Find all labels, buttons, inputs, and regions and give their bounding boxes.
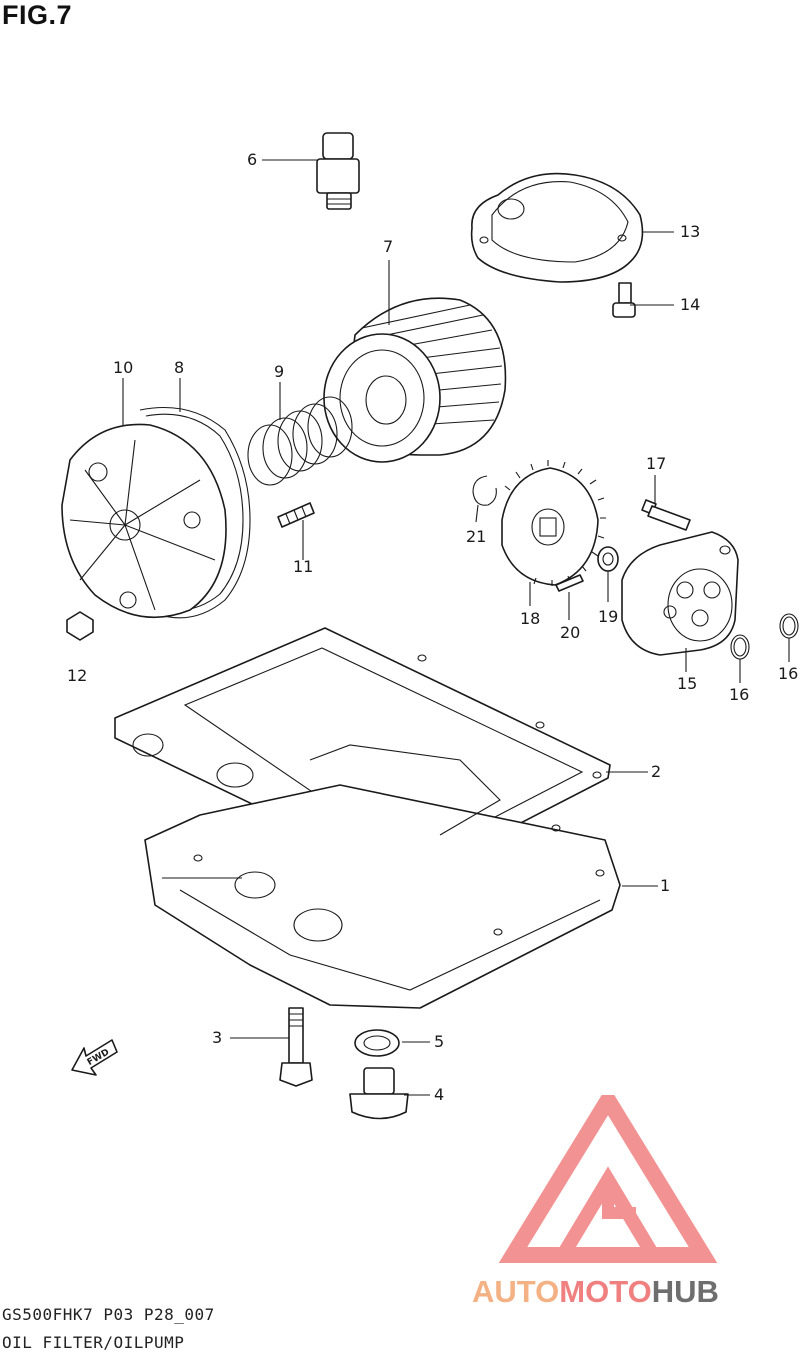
part-21-circlip-drawing bbox=[472, 475, 497, 506]
watermark-word-moto: MOTO bbox=[559, 1274, 651, 1309]
part-18-gear-drawing bbox=[501, 460, 606, 586]
callout-8: 8 bbox=[174, 358, 184, 377]
leader-lines bbox=[122, 159, 790, 1096]
callout-12: 12 bbox=[67, 666, 87, 685]
part-8-gasket-drawing bbox=[139, 407, 251, 619]
callout-13: 13 bbox=[680, 222, 700, 241]
part-13-cap-drawing bbox=[470, 172, 644, 283]
part-17-bolt-drawing bbox=[641, 499, 691, 531]
part-1-oil-pan-drawing bbox=[144, 744, 621, 1009]
callout-20: 20 bbox=[560, 623, 580, 642]
watermark-wordmark: AUTOMOTOHUB bbox=[472, 1274, 719, 1309]
part-11-screw-drawing bbox=[277, 502, 315, 528]
callout-2: 2 bbox=[651, 762, 661, 781]
callout-4: 4 bbox=[434, 1085, 444, 1104]
section-name-caption: OIL FILTER/OILPUMP bbox=[2, 1333, 185, 1352]
callout-18: 18 bbox=[520, 609, 540, 628]
part-3-bolt-drawing bbox=[279, 1007, 313, 1087]
part-20-pin-drawing bbox=[555, 574, 584, 592]
part-16-o-ring-drawing bbox=[730, 613, 799, 660]
watermark-logo-icon bbox=[498, 1095, 718, 1263]
callout-15: 15 bbox=[677, 674, 697, 693]
automotohub-watermark: AUTOMOTOHUB bbox=[472, 1095, 719, 1309]
callout-14: 14 bbox=[680, 295, 700, 314]
part-4-drain-plug-drawing bbox=[349, 1067, 409, 1120]
callout-19: 19 bbox=[598, 607, 618, 626]
part-6-plug-drawing bbox=[316, 132, 360, 210]
callout-1: 1 bbox=[660, 876, 670, 895]
callout-5: 5 bbox=[434, 1032, 444, 1051]
figure-title: FIG.7 bbox=[2, 0, 73, 30]
callout-10: 10 bbox=[113, 358, 133, 377]
part-15-oil-pump-drawing bbox=[621, 531, 739, 656]
callout-7: 7 bbox=[383, 237, 393, 256]
part-7-oil-filter-drawing bbox=[323, 297, 507, 463]
callout-3: 3 bbox=[212, 1028, 222, 1047]
callout-16-second: 16 bbox=[778, 664, 798, 683]
callout-11: 11 bbox=[293, 557, 313, 576]
model-code-caption: GS500FHK7 P03 P28_007 bbox=[2, 1305, 215, 1324]
watermark-word-auto: AUTO bbox=[472, 1274, 559, 1309]
part-14-bolt-drawing bbox=[612, 282, 636, 318]
callout-9: 9 bbox=[274, 362, 284, 381]
callout-labels: 1 2 3 4 5 6 7 8 9 10 11 12 13 14 15 16 1… bbox=[67, 150, 798, 1104]
callout-6: 6 bbox=[247, 150, 257, 169]
part-12-cap-nut-drawing bbox=[66, 611, 94, 641]
callout-17: 17 bbox=[646, 454, 666, 473]
forward-direction-marker: FWD bbox=[71, 1039, 118, 1076]
part-9-spring-drawing bbox=[247, 396, 353, 486]
part-10-cover-drawing bbox=[61, 423, 227, 619]
part-19-washer-drawing bbox=[597, 546, 619, 572]
callout-16: 16 bbox=[729, 685, 749, 704]
callout-21: 21 bbox=[466, 527, 486, 546]
part-5-washer-drawing bbox=[354, 1029, 400, 1057]
watermark-word-hub: HUB bbox=[652, 1274, 719, 1309]
